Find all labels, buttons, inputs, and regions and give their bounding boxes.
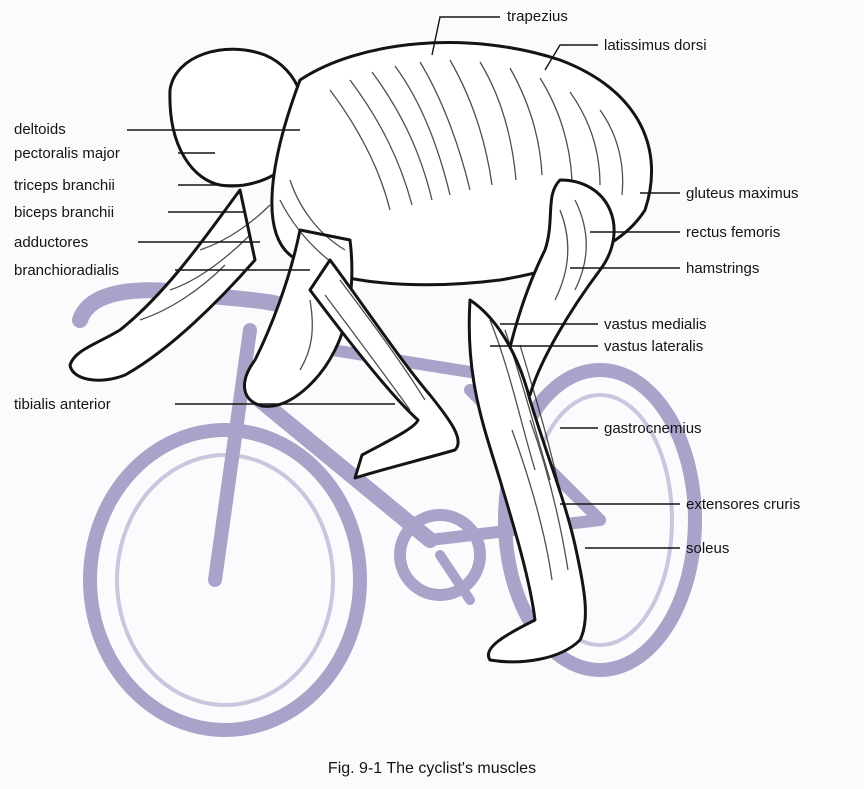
label-tibialis-anterior: tibialis anterior: [14, 396, 111, 413]
label-soleus: soleus: [686, 540, 729, 557]
label-latissimus-dorsi: latissimus dorsi: [604, 37, 707, 54]
label-vastus-medialis: vastus medialis: [604, 316, 707, 333]
label-gluteus-maximus: gluteus maximus: [686, 185, 799, 202]
label-adductores: adductores: [14, 234, 88, 251]
label-branchioradialis: branchioradialis: [14, 262, 119, 279]
label-triceps-branchii: triceps branchii: [14, 177, 115, 194]
label-biceps-branchii: biceps branchii: [14, 204, 114, 221]
label-hamstrings: hamstrings: [686, 260, 759, 277]
label-pectoralis-major: pectoralis major: [14, 145, 120, 162]
label-gastrocnemius: gastrocnemius: [604, 420, 702, 437]
label-deltoids: deltoids: [14, 121, 66, 138]
label-rectus-femoris: rectus femoris: [686, 224, 780, 241]
figure-caption: Fig. 9-1 The cyclist's muscles: [0, 760, 864, 778]
label-vastus-lateralis: vastus lateralis: [604, 338, 703, 355]
label-trapezius: trapezius: [507, 8, 568, 25]
label-extensores-cruris: extensores cruris: [686, 496, 800, 513]
